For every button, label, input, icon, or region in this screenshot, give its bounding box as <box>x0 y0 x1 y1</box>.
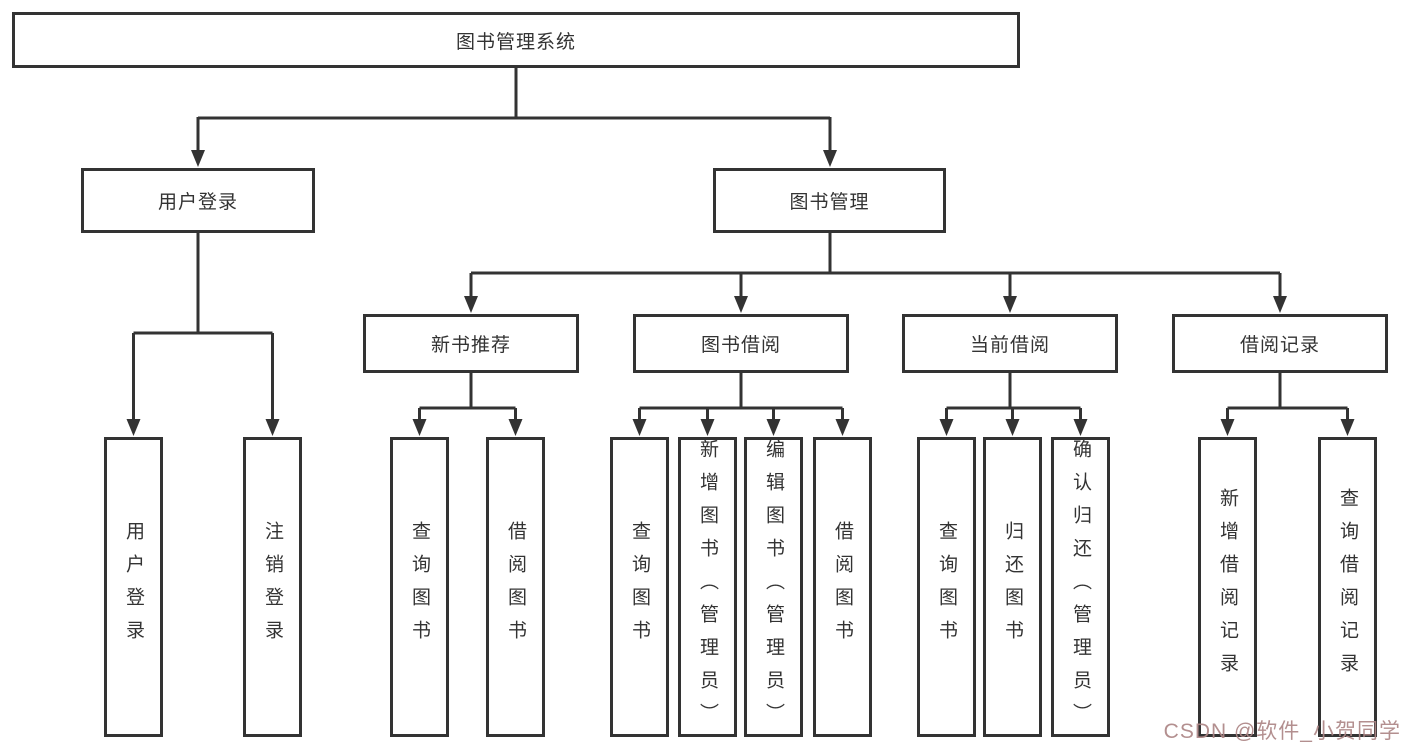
leaf-return-books: 归还图书 <box>983 437 1042 737</box>
node-current-borrow: 当前借阅 <box>902 314 1118 373</box>
leaf-borrow-books-recommend: 借阅图书 <box>486 437 545 737</box>
leaf-add-borrow-record: 新增借阅记录 <box>1198 437 1257 737</box>
arrowhead-icons <box>126 150 1355 436</box>
leaf-logout: 注销登录 <box>243 437 302 737</box>
node-label: 查询图书 <box>409 521 430 653</box>
node-label: 借阅记录 <box>1239 335 1320 356</box>
leaf-query-borrow-record: 查询借阅记录 <box>1318 437 1377 737</box>
node-label: 图书借阅 <box>700 335 781 356</box>
node-label: 借阅图书 <box>832 521 853 653</box>
node-label: 查询借阅记录 <box>1337 488 1358 686</box>
node-book-management: 图书管理 <box>713 168 946 233</box>
leaf-edit-book-admin: 编辑图书（管理员） <box>744 437 803 737</box>
node-label: 借阅图书 <box>505 521 526 653</box>
node-label: 新书推荐 <box>430 335 511 356</box>
node-label: 用户登录 <box>157 192 238 213</box>
node-label: 编辑图书（管理员） <box>763 438 784 736</box>
node-label: 注销登录 <box>262 521 283 653</box>
leaf-query-books-current: 查询图书 <box>917 437 976 737</box>
leaf-query-books-borrow: 查询图书 <box>610 437 669 737</box>
leaf-add-book-admin: 新增图书（管理员） <box>678 437 737 737</box>
node-new-book-recommend: 新书推荐 <box>363 314 579 373</box>
node-root-system: 图书管理系统 <box>12 12 1020 68</box>
leaf-query-books-recommend: 查询图书 <box>390 437 449 737</box>
node-label: 归还图书 <box>1002 521 1023 653</box>
leaf-user-login: 用户登录 <box>104 437 163 737</box>
node-label: 图书管理 <box>789 192 870 213</box>
leaf-confirm-return-admin: 确认归还（管理员） <box>1051 437 1110 737</box>
node-label: 查询图书 <box>936 521 957 653</box>
node-book-borrow: 图书借阅 <box>633 314 849 373</box>
node-label: 新增借阅记录 <box>1217 488 1238 686</box>
node-user-login: 用户登录 <box>81 168 315 233</box>
node-label: 当前借阅 <box>969 335 1050 356</box>
node-label: 图书管理系统 <box>455 31 576 53</box>
node-borrow-records: 借阅记录 <box>1172 314 1388 373</box>
node-label: 查询图书 <box>629 521 650 653</box>
node-label: 用户登录 <box>123 521 144 653</box>
node-label: 确认归还（管理员） <box>1070 438 1091 736</box>
leaf-borrow-books: 借阅图书 <box>813 437 872 737</box>
node-label: 新增图书（管理员） <box>697 438 718 736</box>
